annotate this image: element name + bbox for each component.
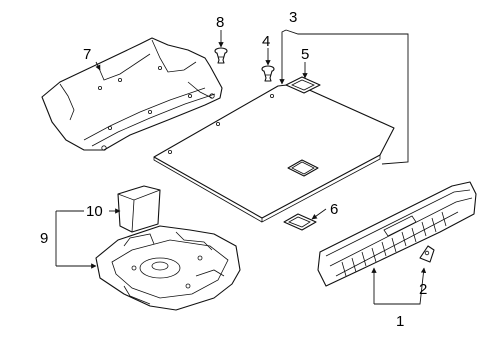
callout-1: 1 <box>396 313 404 330</box>
part-5-handle-pad <box>285 76 321 94</box>
part-2-fastener <box>419 245 435 263</box>
callout-4: 4 <box>262 33 270 50</box>
part-9-storage-tray <box>95 225 241 311</box>
callout-8: 8 <box>216 14 224 31</box>
part-7-floor-trim-panel <box>41 37 223 151</box>
callout-2: 2 <box>419 281 427 298</box>
callout-5: 5 <box>301 46 309 63</box>
part-6-pad <box>283 213 317 231</box>
callout-7: 7 <box>83 46 91 63</box>
callout-9: 9 <box>40 230 48 247</box>
callout-3: 3 <box>289 9 297 26</box>
part-10-block <box>117 185 161 233</box>
part-8-push-clip <box>214 47 228 64</box>
callout-10: 10 <box>86 203 103 220</box>
part-3-cargo-floor-board <box>153 83 395 223</box>
leader-lines <box>55 29 427 305</box>
part-1-sill-plate <box>317 181 477 287</box>
callout-6: 6 <box>330 201 338 218</box>
part-4-push-clip <box>261 65 275 82</box>
